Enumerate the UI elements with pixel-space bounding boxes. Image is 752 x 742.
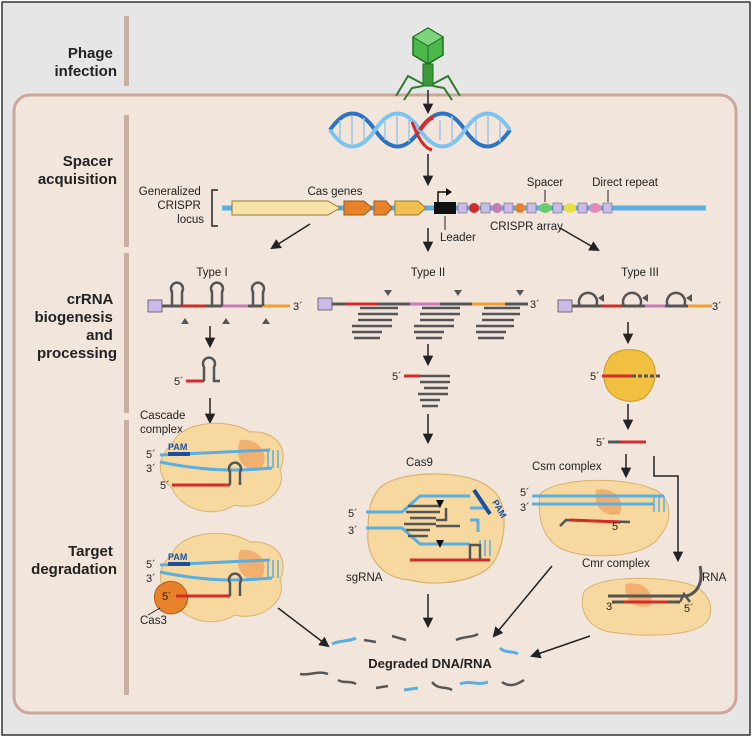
svg-text:3´: 3´ [146, 573, 156, 585]
svg-text:5´: 5´ [160, 480, 170, 492]
svg-text:3´: 3´ [348, 525, 358, 537]
svg-text:5´: 5´ [348, 508, 358, 520]
locus-title: Generalized CRISPR locus [139, 186, 204, 226]
cascade-cas3-complex: PAM 5´ 3´ 5´ Cas3 [140, 532, 284, 627]
arrow-cascade-to-degraded [277, 607, 330, 648]
svg-text:5´: 5´ [162, 591, 172, 603]
svg-text:3´: 3´ [530, 299, 540, 311]
stage-label-biogenesis: crRNA biogenesis and processing [34, 291, 117, 362]
arrow-csm-to-degraded [492, 565, 553, 638]
arrow-to-cmr [653, 456, 684, 563]
csm-complex-label: Csm complex [532, 461, 602, 473]
type-iii-processing-enzyme: 5´ [590, 349, 662, 402]
promoter-arrow [437, 191, 446, 202]
leader-block [434, 202, 456, 214]
svg-text:3´: 3´ [712, 301, 722, 313]
type-iii-pre-crrna: 3´ [557, 291, 722, 313]
rna-label: RNA [702, 572, 727, 584]
cmr-complex: 3´ 5´ RNA [581, 565, 727, 636]
svg-text:3´: 3´ [606, 601, 616, 613]
spacer-label: Spacer [527, 177, 564, 189]
svg-text:5´: 5´ [596, 437, 606, 449]
svg-text:3´: 3´ [520, 502, 530, 514]
cas-genes-label: Cas genes [308, 186, 363, 198]
stage-bar-phage [124, 16, 129, 86]
stage-label-acquisition: Spacer acquisition [38, 153, 117, 188]
phage-icon [395, 27, 461, 101]
leader-label: Leader [440, 232, 476, 244]
type-iii-crrna: 5´ [596, 437, 646, 449]
cas3-protein [154, 580, 188, 615]
stage-bar-biogenesis [124, 253, 129, 413]
svg-text:5´: 5´ [590, 371, 600, 383]
arrow-to-type-iii [559, 227, 600, 252]
cascade-complex: PAM 5´ 3´ 5´ [146, 422, 284, 513]
cmr-complex-label: Cmr complex [582, 558, 650, 570]
type-i-label: Type I [196, 267, 227, 279]
stage-label-phage: Phage infection [55, 45, 118, 80]
crispr-array-label: CRISPR array [490, 221, 563, 233]
degraded-label: Degraded DNA/RNA [368, 656, 492, 671]
svg-text:5´: 5´ [146, 449, 156, 461]
svg-text:3´: 3´ [293, 301, 303, 313]
crispr-array [457, 202, 613, 214]
type-ii-label: Type II [411, 267, 446, 279]
arrow-cmr-to-degraded [530, 635, 591, 659]
cas9-complex: PAM 5´ 3´ [348, 473, 509, 584]
svg-text:5´: 5´ [520, 487, 530, 499]
svg-text:PAM: PAM [168, 442, 187, 452]
svg-text:5´: 5´ [146, 559, 156, 571]
cas9-label: Cas9 [406, 457, 433, 469]
svg-text:5´: 5´ [392, 371, 402, 383]
cas3-label: Cas3 [140, 615, 167, 627]
sgrna-label: sgRNA [346, 572, 383, 584]
degraded-fragments [299, 632, 525, 692]
dna-helix-icon [328, 111, 512, 152]
type-iii-label: Type III [621, 267, 659, 279]
arrow-to-type-i [270, 223, 311, 250]
cascade-complex-label: Cascade complex [140, 410, 189, 436]
svg-text:PAM: PAM [168, 552, 187, 562]
svg-text:5´: 5´ [174, 376, 184, 388]
type-i-pre-crrna: 3´ [147, 281, 303, 324]
type-ii-pre-crrna: 3´ [317, 290, 540, 340]
csm-complex: 5´ 3´ 5´ [520, 479, 670, 557]
stage-bar-acquisition [124, 115, 129, 247]
stage-bar-degradation [124, 420, 129, 695]
type-i-crrna: 5´ [174, 356, 220, 388]
svg-text:5´: 5´ [612, 521, 622, 533]
svg-text:3´: 3´ [146, 463, 156, 475]
stage-label-degradation: Target degradation [31, 543, 117, 578]
type-ii-crrna: 5´ [392, 371, 450, 408]
crispr-locus: Generalized CRISPR locus Cas genes Leade… [139, 177, 706, 244]
direct-repeat-label: Direct repeat [592, 177, 659, 189]
svg-text:5´: 5´ [684, 603, 694, 615]
